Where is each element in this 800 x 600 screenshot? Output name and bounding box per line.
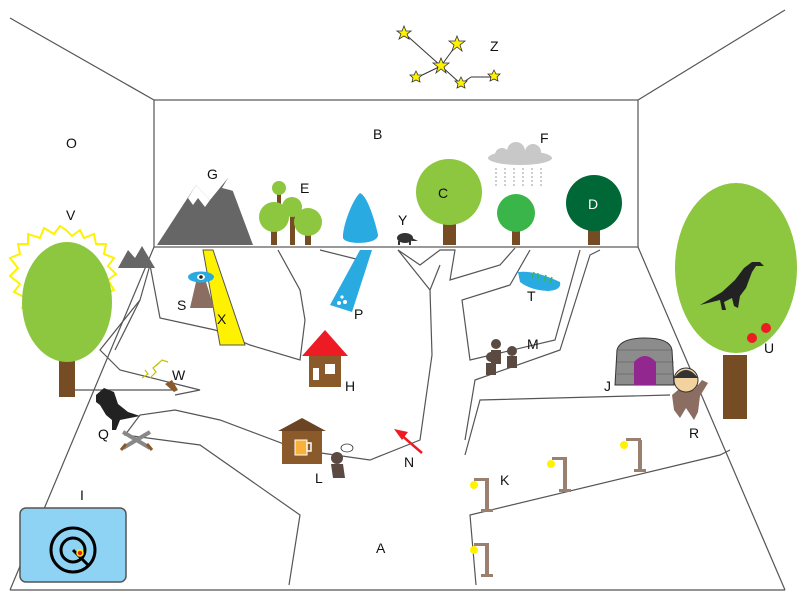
- pond-icon: [518, 272, 560, 291]
- rain-tree-icon: [497, 194, 535, 245]
- house-icon: [302, 330, 348, 387]
- waterfall-icon: [330, 250, 372, 312]
- label-y: Y: [398, 212, 408, 228]
- star-icon: [488, 70, 500, 81]
- star-icon: [455, 77, 467, 88]
- lamp-icon: [547, 457, 571, 492]
- label-t: T: [527, 288, 536, 304]
- label-e: E: [300, 180, 309, 196]
- label-p: P: [354, 306, 363, 322]
- rain-cloud-icon: [488, 142, 552, 188]
- label-c: C: [438, 185, 448, 201]
- constellation: [397, 26, 500, 88]
- room-frame: [10, 10, 785, 590]
- crossed-swords-icon: [123, 432, 150, 448]
- scene-labels: A B C D E F G H I J K L M N O P Q R S T …: [66, 38, 774, 556]
- street-lamps: [470, 438, 646, 577]
- label-f: F: [540, 130, 549, 146]
- map-panel: [20, 508, 126, 582]
- label-n: N: [404, 454, 414, 470]
- label-q: Q: [98, 426, 109, 442]
- star-icon: [449, 36, 465, 51]
- person-icon: [672, 368, 708, 420]
- label-j: J: [604, 378, 611, 394]
- label-k: K: [500, 472, 510, 488]
- label-w: W: [172, 367, 186, 383]
- speaking-person-icon: [331, 444, 353, 478]
- label-u: U: [764, 340, 774, 356]
- label-o: O: [66, 135, 77, 151]
- tavern-icon: [278, 418, 326, 464]
- glowing-tree-icon: [10, 226, 116, 397]
- label-b: B: [373, 126, 382, 142]
- lamp-icon: [620, 438, 646, 472]
- label-g: G: [207, 166, 218, 182]
- label-i: I: [80, 487, 84, 503]
- label-a: A: [376, 540, 386, 556]
- label-x: X: [217, 311, 227, 327]
- label-d: D: [588, 196, 598, 212]
- armadillo-icon: [397, 233, 418, 245]
- mountain-icon: [157, 178, 253, 245]
- lamp-icon: [470, 478, 493, 512]
- star-icon: [410, 71, 422, 82]
- label-h: H: [345, 378, 355, 394]
- label-v: V: [66, 207, 76, 223]
- label-r: R: [689, 425, 699, 441]
- people-group-icon: [486, 339, 517, 375]
- lake-icon: [343, 193, 378, 243]
- label-m: M: [527, 336, 539, 352]
- cave-icon: [615, 338, 674, 385]
- label-s: S: [177, 297, 186, 313]
- label-l: L: [315, 470, 323, 486]
- label-z: Z: [490, 38, 499, 54]
- tree-cluster-icon: [259, 181, 322, 245]
- tree-c-icon: [416, 159, 482, 245]
